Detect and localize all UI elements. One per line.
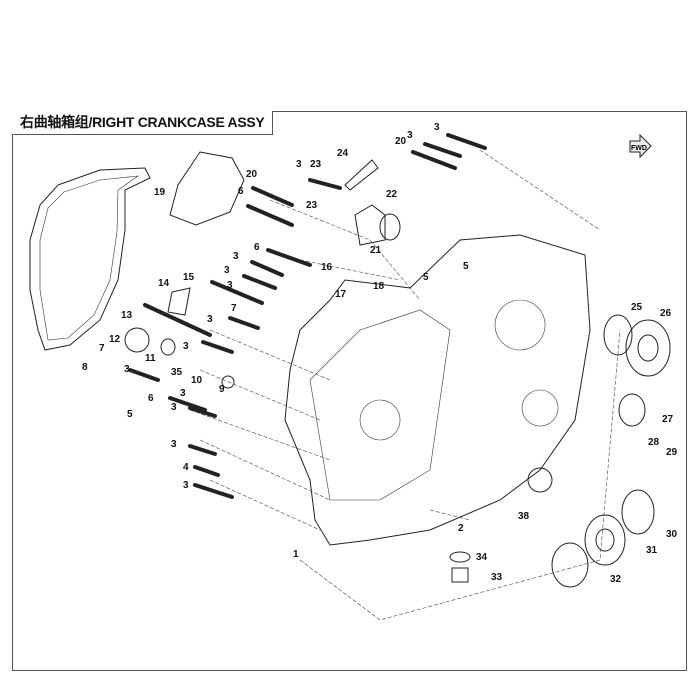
leader-lines <box>189 149 621 621</box>
part-label: 5 <box>463 261 469 272</box>
part-label: 12 <box>109 334 121 345</box>
part-label: 1 <box>293 549 299 560</box>
part-label: 15 <box>183 272 195 283</box>
part-label: 14 <box>158 278 170 289</box>
part-label: 4 <box>183 462 189 473</box>
part-label: 23 <box>310 159 322 170</box>
part-label: 6 <box>254 242 260 253</box>
part-label: 3 <box>296 159 302 170</box>
part-label: 3 <box>233 251 239 262</box>
part-label: 3 <box>183 341 189 352</box>
part-label: 38 <box>518 511 530 522</box>
part-label: 3 <box>124 364 130 375</box>
part-label: 26 <box>660 308 672 319</box>
crankcase-body <box>284 234 591 546</box>
part-label: 34 <box>476 552 488 563</box>
part-label: 24 <box>337 148 349 159</box>
part-label: 30 <box>666 529 678 540</box>
part-label: 5 <box>127 409 133 420</box>
gasket-8 <box>29 167 151 351</box>
part-label: 25 <box>631 302 643 313</box>
part-label: 10 <box>191 375 203 386</box>
part-label: 19 <box>154 187 166 198</box>
part-label: 27 <box>662 414 674 425</box>
part-label: 9 <box>219 384 225 395</box>
part-label: 29 <box>666 447 678 458</box>
part-label: 21 <box>370 245 382 256</box>
crankcase-detail <box>309 299 559 501</box>
part-label: 17 <box>335 289 347 300</box>
part-label: 3 <box>180 388 186 399</box>
part-label: 32 <box>610 574 622 585</box>
part-label: 13 <box>121 310 133 321</box>
gasket-8-inner <box>39 175 140 341</box>
part-label: 7 <box>231 303 237 314</box>
part-label: 3 <box>207 314 213 325</box>
part-label: 3 <box>171 439 177 450</box>
part-label: 3 <box>407 130 413 141</box>
part-label: 20 <box>246 169 258 180</box>
part-label: 3 <box>171 402 177 413</box>
part-label: 31 <box>646 545 658 556</box>
part-label: 3 <box>434 122 440 133</box>
diagram-frame <box>12 111 687 671</box>
fwd-label: FWD <box>631 145 647 152</box>
part-label: 23 <box>306 200 318 211</box>
diagram-title: 右曲轴箱组/RIGHT CRANKCASE ASSY <box>12 111 274 135</box>
part-label: 6 <box>148 393 154 404</box>
part-label: 8 <box>82 362 88 373</box>
part-label: 33 <box>491 572 503 583</box>
part-label: 2 <box>458 523 464 534</box>
bolts <box>128 133 487 499</box>
part-label: 3 <box>224 265 230 276</box>
part-label: 3 <box>183 480 189 491</box>
part-label: 35 <box>171 367 183 378</box>
part-label: 6 <box>238 186 244 197</box>
part-label: 28 <box>648 437 660 448</box>
part-label: 5 <box>423 272 429 283</box>
fwd-direction-arrow: FWD <box>629 133 652 159</box>
bearings <box>124 159 671 588</box>
gasket-19 <box>169 151 245 226</box>
part-label: 22 <box>386 189 398 200</box>
part-label: 11 <box>145 353 156 364</box>
part-label: 20 <box>395 136 407 147</box>
part-label: 3 <box>227 280 233 291</box>
part-label: 7 <box>99 343 105 354</box>
part-label: 16 <box>321 262 333 273</box>
part-label: 18 <box>373 281 385 292</box>
part-labels: 1 2 3 3 3 3 3 3 3 3 3 3 3 3 3 4 5 5 5 6 … <box>82 122 678 585</box>
